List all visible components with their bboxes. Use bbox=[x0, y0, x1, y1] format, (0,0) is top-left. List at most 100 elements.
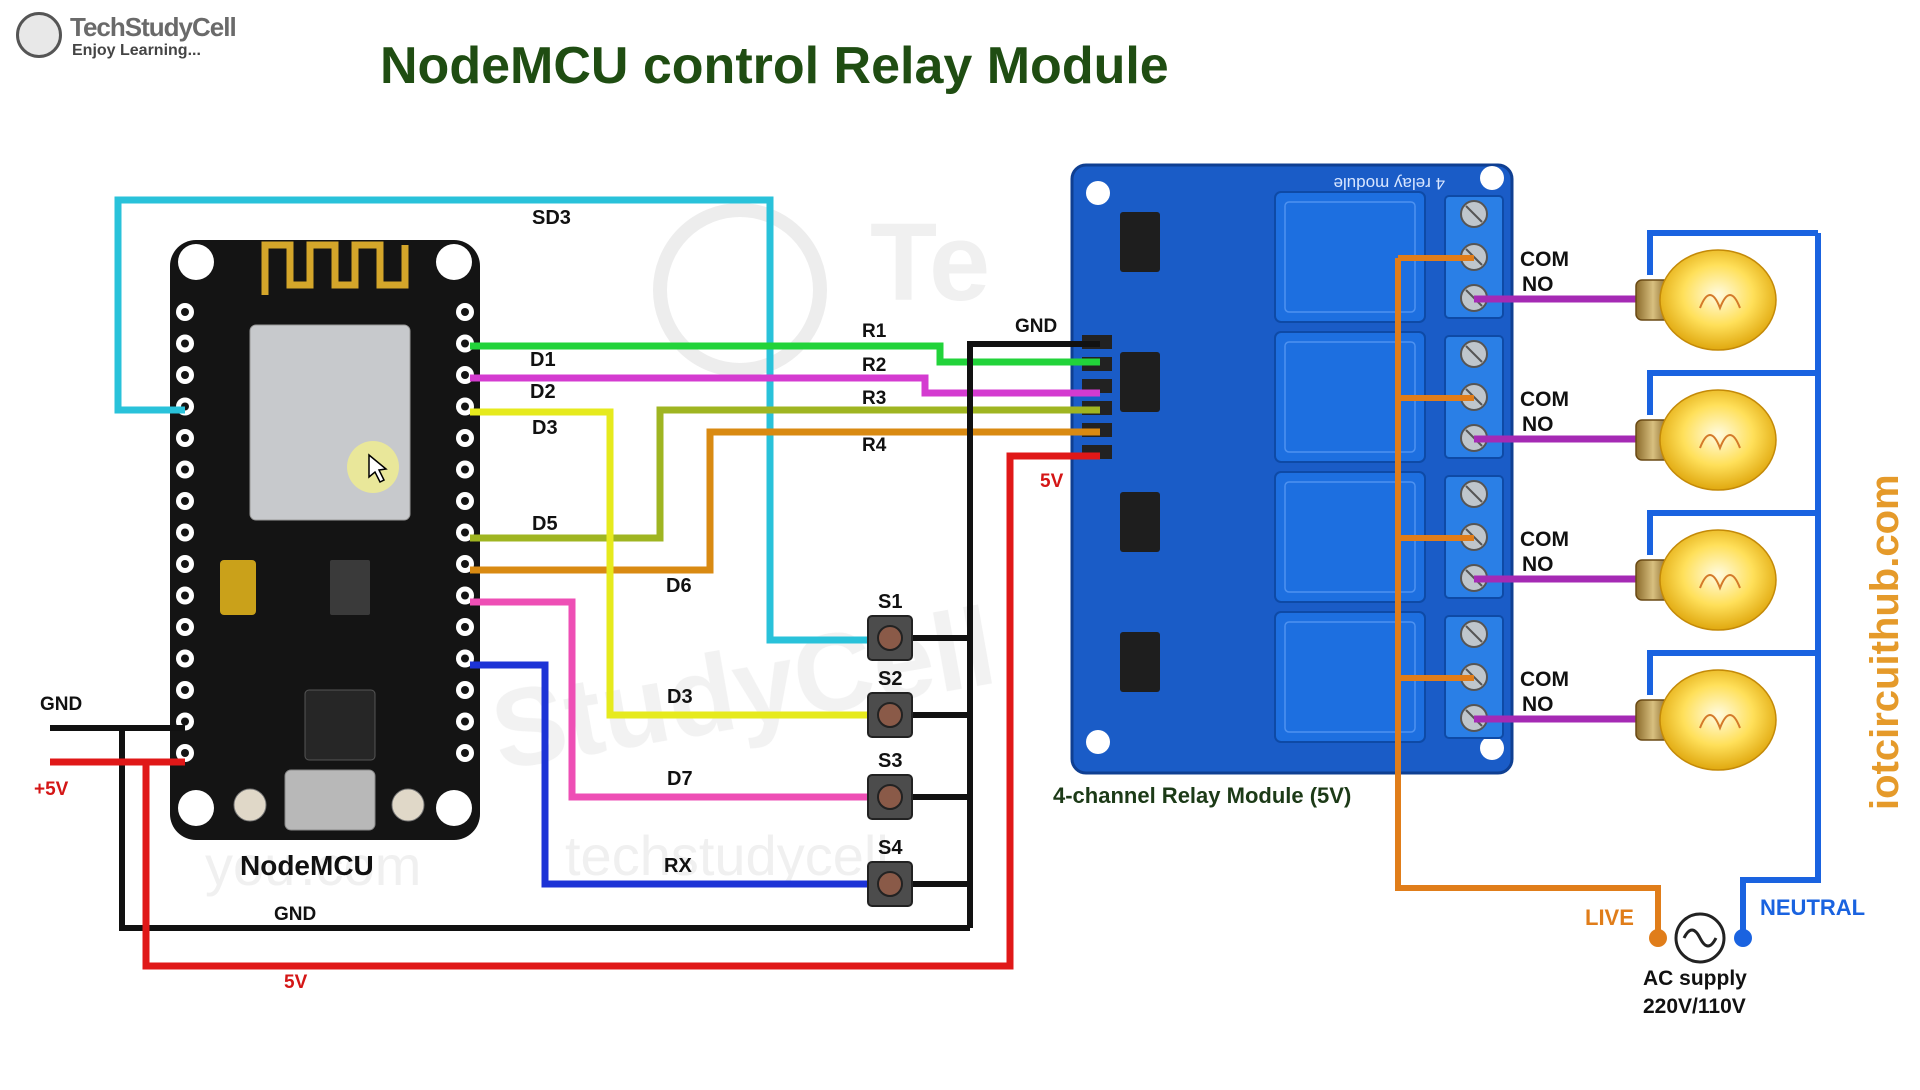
label-r3: R3 bbox=[862, 388, 886, 409]
nodemcu-pin-hole bbox=[181, 434, 189, 442]
nodemcu-mount-hole bbox=[178, 244, 214, 280]
wire-sd3 bbox=[114, 196, 870, 644]
bulb-filament-icon bbox=[1699, 714, 1741, 731]
label-com-2: COM bbox=[1520, 388, 1569, 411]
live-terminal-icon bbox=[1649, 929, 1667, 947]
light-bulb-icon bbox=[1659, 529, 1777, 631]
nodemcu-pin-hole bbox=[461, 717, 469, 726]
nodemcu-label: NodeMCU bbox=[240, 850, 374, 881]
nodemcu-pin-hole bbox=[461, 528, 469, 537]
wire-neutral-bulb bbox=[1647, 650, 1818, 695]
nodemcu-pin-hole bbox=[461, 465, 469, 474]
micro-usb-port-icon bbox=[284, 769, 376, 831]
label-r1: R1 bbox=[862, 321, 887, 342]
brand-logo-icon bbox=[16, 12, 62, 58]
nodemcu-pin-hole bbox=[461, 434, 469, 442]
relay-module-label: 4-channel Relay Module (5V) bbox=[1053, 783, 1351, 808]
nodemcu-mount-hole bbox=[436, 244, 472, 280]
screw-slot bbox=[1465, 485, 1483, 503]
wires bbox=[50, 196, 1821, 970]
label-r2: R2 bbox=[862, 355, 886, 376]
nodemcu-pin-hole bbox=[181, 497, 189, 505]
nodemcu-pin-hole bbox=[181, 717, 189, 726]
label-d3-switch: D3 bbox=[667, 686, 693, 708]
sine-wave-icon bbox=[1682, 928, 1718, 948]
wire-5v-bottom bbox=[142, 452, 1100, 970]
nodemcu-pin-hole bbox=[181, 623, 189, 631]
flash-button-icon bbox=[391, 788, 425, 822]
nodemcu-pin-hole bbox=[181, 560, 189, 568]
relay-mount-hole bbox=[1480, 166, 1504, 190]
label-sd3: SD3 bbox=[532, 207, 571, 229]
push-switch-button-icon bbox=[877, 625, 903, 651]
optocoupler-icon bbox=[1120, 212, 1160, 272]
switch-label-s2: S2 bbox=[878, 668, 902, 690]
bulb-filament-icon bbox=[1699, 574, 1741, 591]
label-neutral: NEUTRAL bbox=[1760, 895, 1865, 920]
label-r4: R4 bbox=[862, 435, 887, 456]
nodemcu-pin-hole bbox=[461, 591, 469, 600]
switch-label-s3: S3 bbox=[878, 750, 902, 772]
watermark-brand-fragment: Te bbox=[870, 201, 990, 324]
nodemcu-pin-hole bbox=[461, 623, 469, 631]
label-d3: D3 bbox=[532, 417, 558, 439]
nodemcu-pin-hole bbox=[181, 749, 189, 757]
nodemcu-pin-hole bbox=[461, 686, 469, 694]
optocoupler-icon bbox=[1120, 632, 1160, 692]
light-bulb-icon bbox=[1659, 669, 1777, 771]
nodemcu-pin-hole bbox=[181, 686, 189, 694]
screw-slot bbox=[1465, 205, 1483, 223]
nodemcu-pin-hole bbox=[461, 654, 469, 663]
label-d1: D1 bbox=[530, 349, 556, 371]
relay-mount-hole bbox=[1480, 736, 1504, 760]
nodemcu-pin-hole bbox=[181, 339, 189, 348]
brand-tagline: Enjoy Learning... bbox=[72, 42, 201, 59]
nodemcu-pin-hole bbox=[181, 591, 189, 600]
switch-label-s1: S1 bbox=[878, 591, 902, 613]
label-com-3: COM bbox=[1520, 528, 1569, 551]
brand-logo-block: TechStudyCell Enjoy Learning... bbox=[16, 10, 237, 64]
wire-gnd-bottom bbox=[119, 728, 970, 931]
push-switch-button-icon bbox=[877, 702, 903, 728]
relay-board-text: 4 relay module bbox=[1333, 174, 1445, 193]
wire-neutral-bus bbox=[1740, 233, 1821, 938]
brand-name: TechStudyCell bbox=[70, 12, 237, 42]
screw-slot bbox=[1465, 345, 1483, 363]
ac-labels: LIVE NEUTRAL AC supply 220V/110V bbox=[1585, 895, 1865, 1018]
label-gnd-left: GND bbox=[40, 694, 82, 715]
nodemcu-pin-headers bbox=[176, 303, 474, 762]
label-no-2: NO bbox=[1522, 413, 1554, 436]
mouse-cursor-icon bbox=[368, 453, 388, 484]
push-switch-button-icon bbox=[877, 784, 903, 810]
switch-label-s4: S4 bbox=[878, 837, 903, 859]
wire-neutral-bulb bbox=[1647, 370, 1818, 415]
label-com-4: COM bbox=[1520, 668, 1569, 691]
ac-source bbox=[1649, 912, 1752, 964]
wifi-antenna-icon bbox=[261, 241, 409, 295]
nodemcu-pin-hole bbox=[461, 402, 469, 411]
label-rx: RX bbox=[664, 855, 692, 877]
wire-gnd-relay bbox=[967, 341, 1100, 928]
rst-button-icon bbox=[233, 788, 267, 822]
label-d5: D5 bbox=[532, 513, 558, 535]
label-ac-supply: AC supply bbox=[1643, 967, 1747, 990]
esp-module-shield bbox=[249, 324, 411, 521]
wire-d7-s3 bbox=[470, 598, 870, 801]
nodemcu-pin-hole bbox=[461, 749, 469, 757]
watermark-logo-icon bbox=[653, 203, 827, 377]
label-d2: D2 bbox=[530, 381, 556, 403]
label-5v-left: +5V bbox=[34, 779, 69, 800]
nodemcu-pin-hole bbox=[181, 528, 189, 537]
nodemcu-pin-hole bbox=[461, 308, 469, 316]
nodemcu-pin-hole bbox=[181, 654, 189, 663]
wire-labels: SD3 D1 D2 D3 D5 D6 D3 D7 RX R1 R2 R3 R4 … bbox=[34, 207, 1064, 993]
light-bulb-icon bbox=[1659, 389, 1777, 491]
wire-d2-r2 bbox=[470, 374, 1100, 397]
screw-slot bbox=[1465, 625, 1483, 643]
wire-d1-r1 bbox=[470, 342, 1100, 366]
optocoupler-icon bbox=[1120, 352, 1160, 412]
label-no-4: NO bbox=[1522, 693, 1554, 716]
